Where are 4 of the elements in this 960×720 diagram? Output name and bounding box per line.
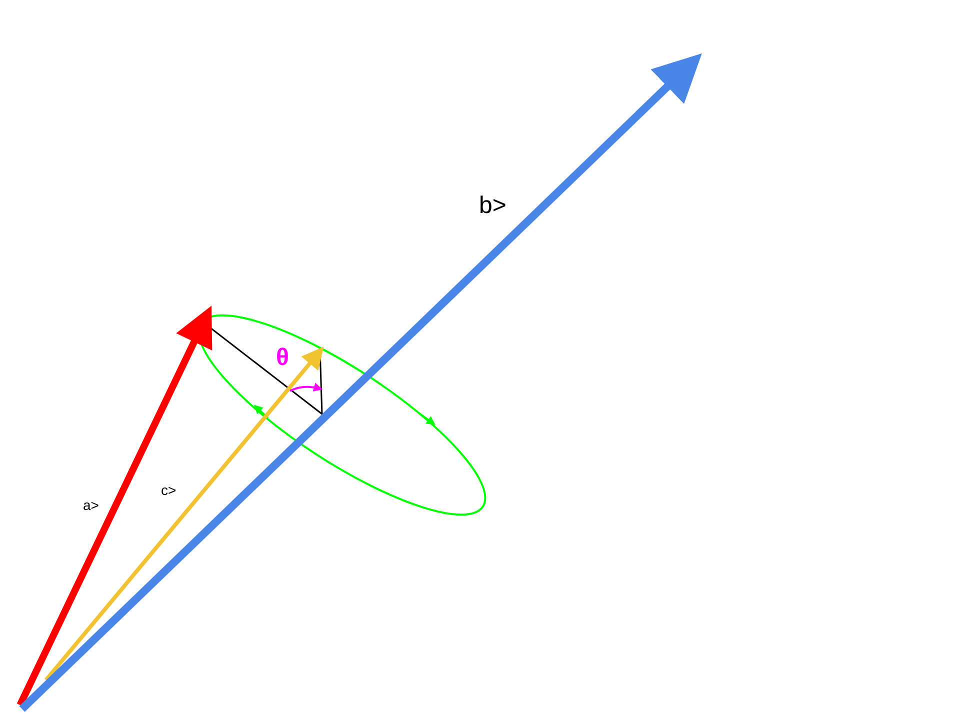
vector-label: a> xyxy=(83,498,99,512)
vector-label: b> xyxy=(479,194,506,218)
vector-label: c> xyxy=(161,483,176,497)
angle-label: θ xyxy=(276,346,289,370)
